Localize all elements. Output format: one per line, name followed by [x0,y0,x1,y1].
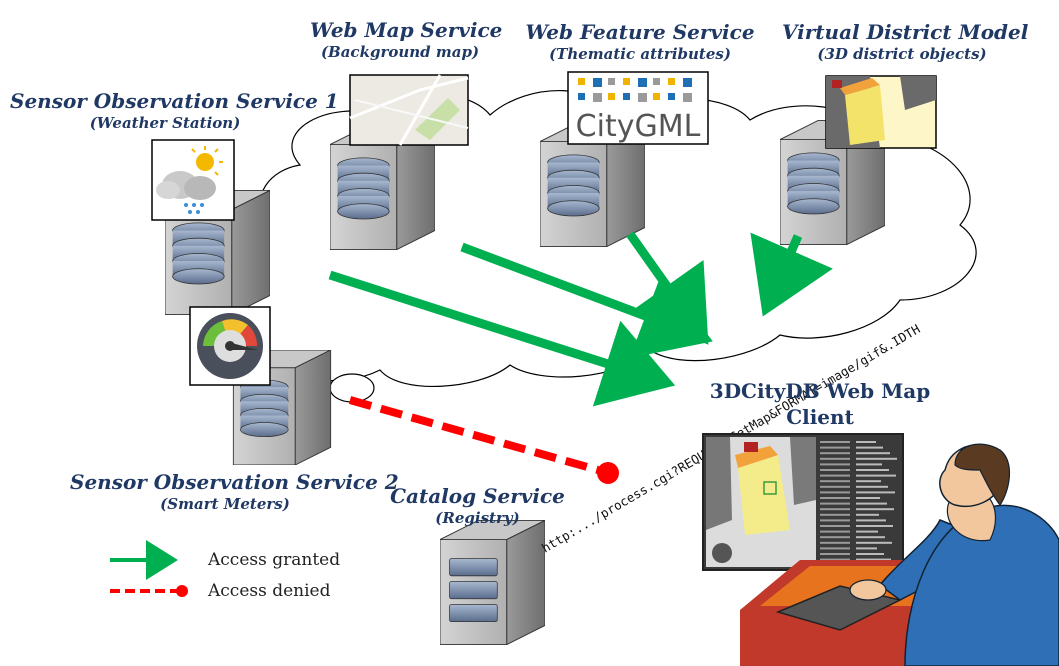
panel-row-value [856,536,885,539]
label-wfs: Web Feature Service (Thematic attributes… [525,20,755,64]
panel-row-value [856,502,887,505]
panel-row-key [820,553,850,555]
smart-meter-gauge-icon [189,306,271,386]
sos2-title: Sensor Observation Service 2 [70,470,399,494]
citygml-logo-square [638,78,647,87]
citygml-logo-square [623,78,630,85]
citygml-logo-square [638,93,647,102]
panel-row-value [856,463,882,466]
panel-row-value [856,530,878,533]
panel-row-value [856,547,877,550]
citygml-logo: CityGML [567,71,709,145]
citygml-logo-square [593,93,602,102]
panel-row-value [856,541,892,544]
sos2-subtitle: (Smart Meters) [160,495,290,513]
denied-connection-sos2 [348,396,619,484]
client-screen [702,433,904,571]
panel-row-value [856,513,879,516]
label-vdm: Virtual District Model (3D district obje… [782,20,1029,64]
catalog-subtitle: (Registry) [435,509,520,527]
panel-row-value [856,446,883,449]
panel-row-key [820,558,850,561]
panel-row-value [856,485,888,488]
panel-row-key [820,474,850,477]
panel-row-key [820,513,850,516]
panel-row-value [856,474,896,477]
panel-row-key [820,525,850,527]
legend-granted-label: Access granted [208,550,341,570]
sos1-subtitle: (Weather Station) [89,114,241,132]
panel-row-value [856,457,897,460]
citygml-logo-square [608,93,615,100]
sos1-title: Sensor Observation Service 1 [10,89,339,113]
panel-row-value [856,508,894,511]
label-catalog: Catalog Service (Registry) [385,484,570,528]
label-sos2: Sensor Observation Service 2 (Smart Mete… [70,470,399,514]
panel-row-value [856,491,895,494]
panel-row-key [820,446,850,449]
panel-row-key [820,469,850,471]
panel-row-value [856,519,886,522]
panel-row-value [856,558,891,561]
panel-row-value [856,452,890,455]
catalog-title: Catalog Service [390,484,565,508]
panel-row-key [820,536,850,539]
label-wms: Web Map Service (Background map) [310,18,503,62]
panel-row-key [820,541,850,544]
vdm-title: Virtual District Model [782,20,1029,44]
panel-row-value [856,480,881,483]
citygml-logo-square [683,93,692,102]
panel-row-key [820,508,850,511]
wfs-title: Web Feature Service [525,20,755,44]
panel-row-key [820,452,850,455]
panel-row-key [820,441,850,443]
panel-row-key [820,485,850,488]
panel-row-key [820,547,850,550]
citygml-logo-square [593,78,602,87]
panel-row-key [820,463,850,466]
panel-row-key [820,457,850,460]
weather-icon [151,139,235,221]
user-at-computer-icon [740,443,1059,666]
district-model-thumbnail [825,75,937,149]
panel-row-key [820,502,850,505]
panel-row-key [820,497,850,499]
citygml-logo-square [608,78,615,85]
citygml-logo-square [578,78,585,85]
citygml-logo-square [668,78,675,85]
client-title-line1: 3DCityDB Web Map [709,379,931,403]
background-map-thumbnail [349,74,469,146]
panel-row-value [856,469,889,471]
vdm-subtitle: (3D district objects) [817,45,987,63]
citygml-logo-square [683,78,692,87]
panel-row-key [820,519,850,522]
citygml-logo-square [668,93,675,100]
legend-denied-label: Access denied [208,581,331,601]
arrow-vdm-to-client [750,232,833,317]
citygml-logo-text: CityGML [576,109,701,144]
panel-row-key [820,480,850,483]
panel-row-key [820,491,850,494]
citygml-logo-square [653,93,660,100]
panel-row-value [856,525,893,527]
label-sos1: Sensor Observation Service 1 (Weather St… [10,89,339,133]
panel-row-value [856,441,876,443]
client-label: 3DCityDB Web Map Client [705,378,935,430]
citygml-logo-square [653,78,660,85]
legend-denied-dot [176,585,188,597]
server-catalog[interactable] [440,520,545,645]
panel-row-value [856,553,884,555]
citygml-logo-square [578,93,585,100]
client-title-line2: Client [786,405,854,429]
wms-subtitle: (Background map) [320,43,480,61]
wfs-subtitle: (Thematic attributes) [549,45,731,63]
wms-title: Web Map Service [310,18,503,42]
panel-row-value [856,497,880,499]
citygml-logo-square [623,93,630,100]
panel-row-key [820,530,850,533]
arrow-wfs-to-client [626,231,709,345]
arrow-sos1-to-client [328,270,676,407]
